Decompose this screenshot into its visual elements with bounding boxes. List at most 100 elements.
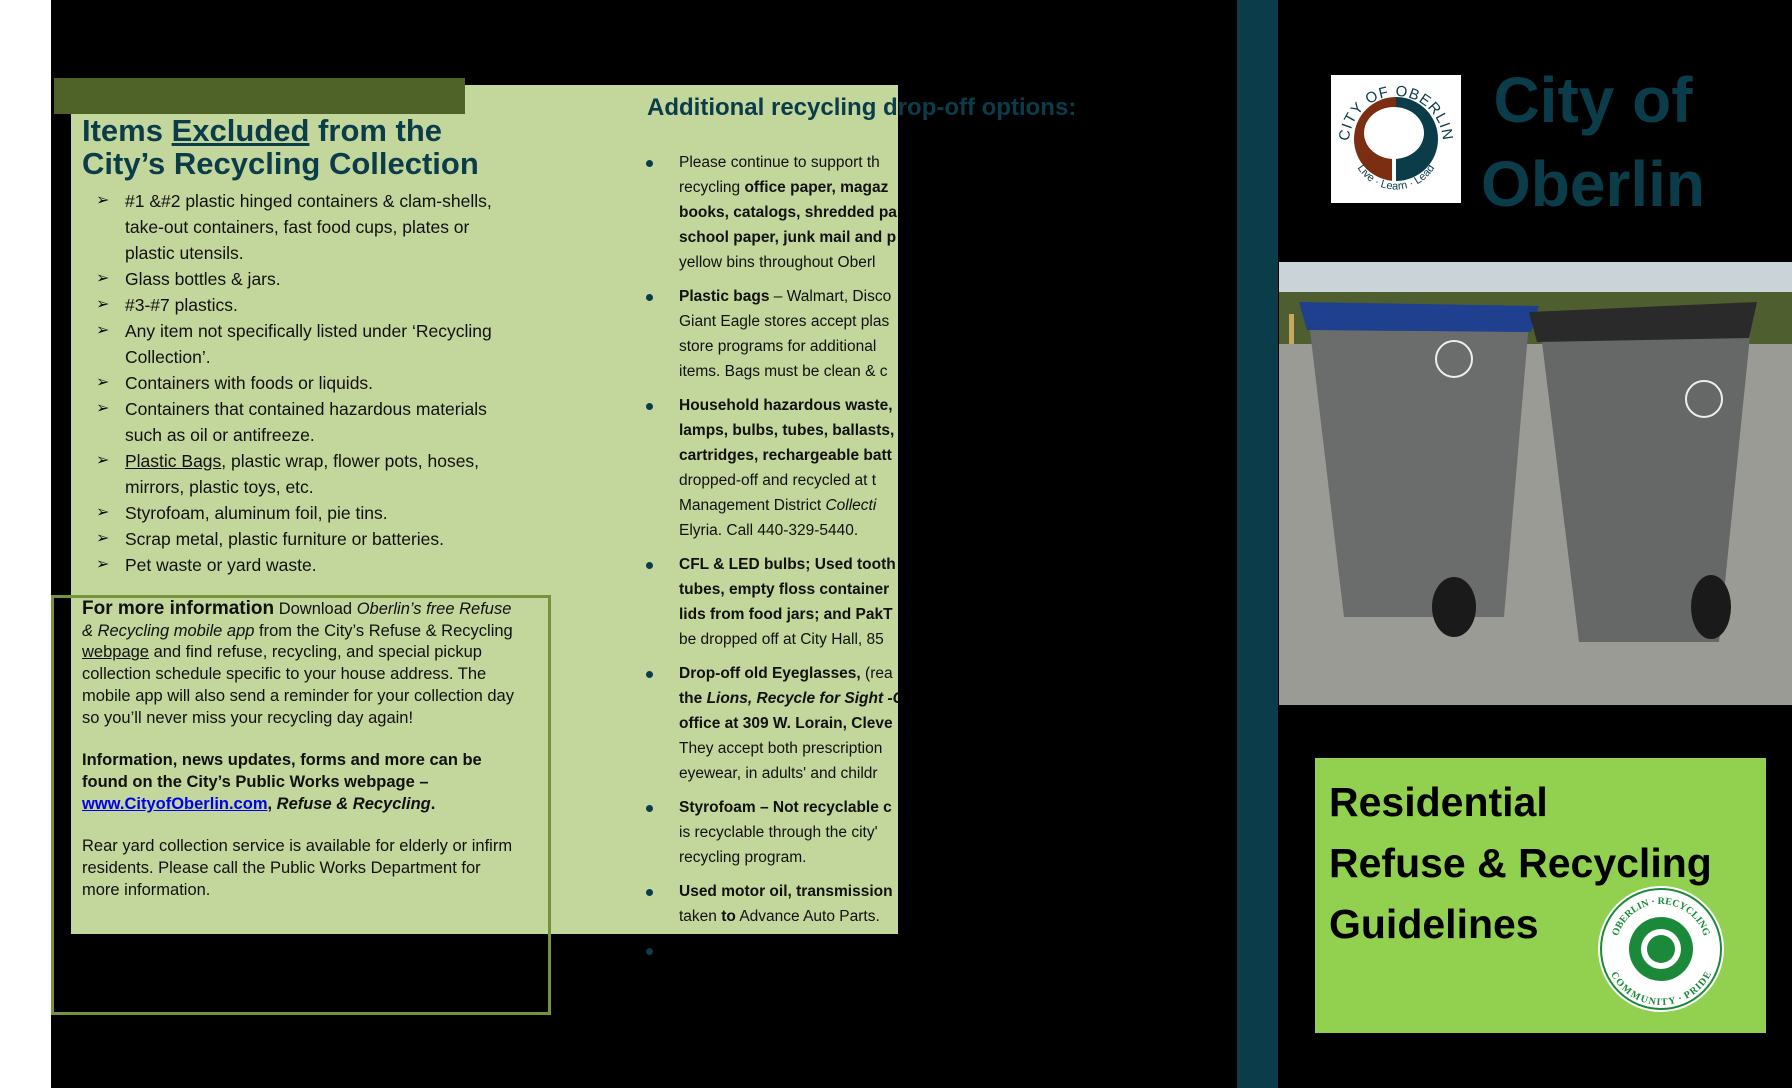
excluded-items-list: ➢#1 &#2 plastic hinged containers & clam… bbox=[96, 188, 516, 578]
excluded-item: ➢Any item not specifically listed under … bbox=[96, 318, 516, 370]
text-run: Containers that contained hazardous mate… bbox=[125, 399, 487, 445]
excluded-item: ➢ Containers that contained hazardous mat… bbox=[96, 396, 516, 448]
text-run: Scrap metal, plastic furniture or batter… bbox=[125, 529, 445, 549]
text-run: items. Bags must be clean & c bbox=[679, 363, 888, 380]
excluded-item: ➢#1 &#2 plastic hinged containers & clam… bbox=[96, 188, 516, 266]
excluded-item: ➢Glass bottles & jars. bbox=[96, 266, 516, 292]
option-line: They accept both prescription bbox=[679, 736, 898, 761]
more-info-paragraph: For more information Download Oberlin’s … bbox=[82, 598, 518, 729]
text-run: Please continue to support th bbox=[679, 154, 880, 171]
option-line: Drop-off old Eyeglasses, (rea bbox=[679, 661, 898, 686]
content-panel bbox=[71, 85, 898, 934]
text-run: Styrofoam, aluminum foil, pie tins. bbox=[125, 503, 388, 523]
text-run: Plastic bags bbox=[679, 288, 770, 305]
arrow-bullet-icon: ➢ bbox=[96, 400, 110, 417]
option-line: cartridges, rechargeable batt bbox=[679, 443, 898, 468]
text-run: CFL & LED bulbs; Used tooth bbox=[679, 556, 896, 573]
divider-bar bbox=[1237, 0, 1278, 1088]
bullet-icon bbox=[646, 948, 653, 955]
page-margin bbox=[0, 0, 51, 1088]
text-run: Collecti bbox=[825, 497, 877, 514]
text-run: , plastic wrap, flower pots, hoses, mirr… bbox=[125, 451, 480, 497]
title-line: City of bbox=[1493, 64, 1693, 136]
text-run: (rea bbox=[860, 665, 893, 682]
bullet-icon bbox=[646, 294, 653, 301]
option-line: Giant Eagle stores accept plas bbox=[679, 309, 898, 334]
bullet-icon bbox=[646, 805, 653, 812]
recycling-logo: OBERLIN · RECYCLING COMMUNITY · PRIDE bbox=[1596, 884, 1726, 1014]
text-run: Elyria. Call 440-329-5440. bbox=[679, 522, 859, 539]
text-run: yellow bins throughout Oberl bbox=[679, 254, 876, 271]
text-run: store programs for additional bbox=[679, 338, 877, 355]
text-run: lamps, bulbs, tubes, ballasts, bbox=[679, 422, 895, 439]
title-line: Guidelines bbox=[1329, 901, 1539, 947]
text-run: Advance Auto Parts. bbox=[735, 908, 880, 925]
text-run: Giant Eagle stores accept plas bbox=[679, 313, 890, 330]
bullet-icon bbox=[646, 889, 653, 896]
excluded-item: ➢ Scrap metal, plastic furniture or batte… bbox=[96, 526, 516, 552]
arrow-bullet-icon: ➢ bbox=[96, 530, 110, 547]
heading-text: City’s Recycling Collection bbox=[82, 146, 479, 181]
option-line: the Lions, Recycle for Sight -C bbox=[679, 686, 898, 711]
text-run: Rear yard collection service is availabl… bbox=[82, 837, 513, 899]
option-line: recycling program. bbox=[679, 845, 898, 870]
text-run: Oberlin’s free Refuse & Recycling mobile… bbox=[82, 600, 512, 640]
option-line: Household hazardous waste, bbox=[679, 393, 898, 418]
text-run: . bbox=[430, 794, 436, 813]
text-run: school paper, junk mail and p bbox=[679, 229, 897, 246]
arrow-bullet-icon: ➢ bbox=[96, 374, 110, 391]
option-line: Elyria. Call 440-329-5440. bbox=[679, 518, 898, 543]
website-paragraph: Information, news updates, forms and mor… bbox=[82, 750, 518, 815]
option-line: taken to Advance Auto Parts. bbox=[679, 904, 898, 929]
option-line: store programs for additional bbox=[679, 334, 898, 359]
excluded-item: ➢Pet waste or yard waste. bbox=[96, 552, 516, 578]
text-run: eyewear, in adults' and childr bbox=[679, 765, 878, 782]
title-line: Refuse & Recycling bbox=[1329, 840, 1712, 886]
bullet-icon bbox=[646, 160, 653, 167]
text-run: office paper, magaz bbox=[744, 179, 889, 196]
excluded-item: ➢ Styrofoam, aluminum foil, pie tins. bbox=[96, 500, 516, 526]
text-run: For more information bbox=[82, 598, 275, 619]
arrow-bullet-icon: ➢ bbox=[96, 192, 110, 209]
heading-underlined: Excluded bbox=[171, 113, 310, 148]
text-run: dropped-off and recycled at t bbox=[679, 472, 877, 489]
city-seal-logo: CITY OF OBERLIN Live · Learn · Lead bbox=[1331, 75, 1461, 203]
bullet-icon bbox=[646, 403, 653, 410]
heading-text: Items bbox=[82, 113, 172, 148]
option-line: office at 309 W. Lorain, Cleve bbox=[679, 711, 898, 736]
guidelines-title: Residential Refuse & Recycling Guideline… bbox=[1329, 772, 1712, 955]
option-line: lamps, bulbs, tubes, ballasts, bbox=[679, 418, 898, 443]
text-run: Plastic Bags bbox=[125, 451, 222, 471]
text-run: Containers with foods or liquids. bbox=[125, 373, 374, 393]
text-run: books, catalogs, shredded pa bbox=[679, 204, 897, 221]
option-line: is recyclable through the city' bbox=[679, 820, 898, 845]
text-run: – Walmart, Disco bbox=[769, 288, 892, 305]
text-run: Download bbox=[274, 600, 357, 618]
text-run: Information, news updates, forms and mor… bbox=[82, 751, 482, 791]
option-line: yellow bins throughout Oberl bbox=[679, 250, 898, 275]
arrow-bullet-icon: ➢ bbox=[96, 452, 110, 469]
arrow-bullet-icon: ➢ bbox=[96, 322, 110, 339]
excluded-item: ➢ Plastic Bags, plastic wrap, flower pots… bbox=[96, 448, 516, 500]
option-line: Used motor oil, transmission bbox=[679, 879, 898, 904]
text-run: Lions, Recycle for Sight -C bbox=[706, 690, 898, 707]
text-run: be dropped off at City Hall, 85 bbox=[679, 631, 884, 648]
text-run: cartridges, rechargeable batt bbox=[679, 447, 892, 464]
text-run: to bbox=[721, 908, 736, 925]
text-run: and find refuse, recycling, and special … bbox=[82, 643, 514, 727]
option-line: eyewear, in adults' and childr bbox=[679, 761, 898, 786]
option-line: be dropped off at City Hall, 85 bbox=[679, 627, 898, 652]
arrow-bullet-icon: ➢ bbox=[96, 504, 110, 521]
dropoff-option bbox=[640, 938, 898, 963]
text-run: from the City’s Refuse & Recycling bbox=[254, 621, 513, 640]
more-info-section: For more information Download Oberlin’s … bbox=[82, 598, 518, 922]
text-run: office at 309 W. Lorain, Cleve bbox=[679, 715, 893, 732]
arrow-bullet-icon: ➢ bbox=[96, 296, 110, 313]
text-run: Styrofoam – Not recyclable c bbox=[679, 799, 892, 816]
option-line: tubes, empty floss container bbox=[679, 577, 898, 602]
website-link[interactable]: www.CityofOberlin.com bbox=[82, 794, 268, 813]
